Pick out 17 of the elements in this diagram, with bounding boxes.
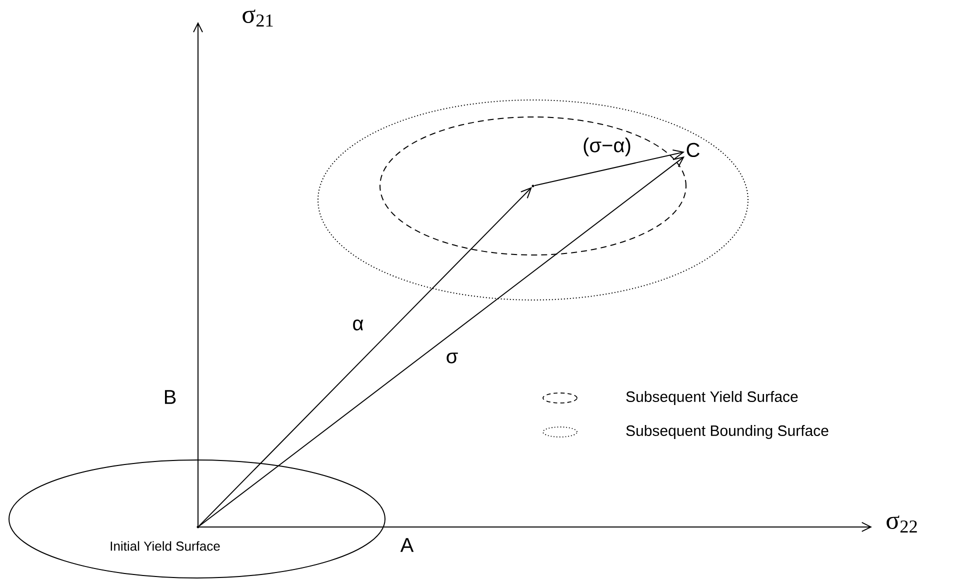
axis-label: σ$_{21}$ [242,9,273,26]
surface-ellipse [318,100,748,300]
point-label: C [686,142,700,158]
legend-text: Subsequent Yield Surface [626,391,798,405]
vector-arrow [198,156,685,527]
edge-label: (σ−α) [582,136,632,158]
vector-arrow [534,149,685,186]
legend-text: Subsequent Bounding Surface [626,425,828,439]
axis-label: σ$_{22}$ [886,515,917,532]
surface-ellipse [380,116,686,256]
point-label: B [164,390,176,404]
edge-label: α [351,318,365,332]
edge-label: σ [444,352,460,364]
point-label: A [400,538,414,552]
vector-point [196,526,200,528]
vector-point [532,184,534,188]
vector-arrow [198,187,532,526]
